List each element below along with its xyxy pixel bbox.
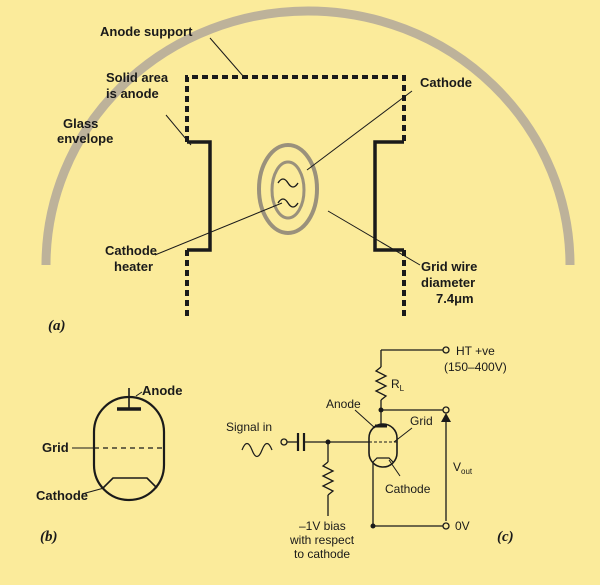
- grid-leak-resistor: [321, 461, 335, 496]
- label-grid-1: Grid wire: [421, 259, 477, 274]
- panel-label-c: (c): [497, 529, 514, 545]
- label-vout-main: V: [453, 460, 461, 474]
- leader-cathode: [306, 90, 413, 171]
- label-bias-1: –1V bias: [299, 519, 346, 533]
- anode-plate-right: [373, 140, 404, 252]
- label-c-anode: Anode: [326, 397, 361, 411]
- label-b-anode: Anode: [142, 383, 182, 398]
- panel-a: Anode support Solid area is anode Glass …: [41, 6, 575, 334]
- label-vout: Vout: [453, 460, 473, 476]
- label-vout-sub: out: [461, 467, 473, 476]
- valve-envelope: [92, 395, 166, 502]
- label-cathode: Cathode: [420, 75, 472, 90]
- label-c-cathode: Cathode: [385, 482, 431, 496]
- signal-in-terminal: [280, 438, 288, 446]
- label-glass-1: Glass: [63, 116, 98, 131]
- label-glass-2: envelope: [57, 131, 113, 146]
- vout-arrow-head: [441, 413, 451, 422]
- label-rl: RL: [391, 377, 405, 393]
- label-heater-2: heater: [114, 259, 153, 274]
- label-signal-in: Signal in: [226, 420, 272, 434]
- anode-plate-left: [187, 140, 212, 252]
- label-bias-3: to cathode: [294, 547, 350, 561]
- panel-label-a: (a): [48, 318, 66, 334]
- anode-support-dotted: [185, 75, 406, 142]
- glass-envelope-arc: [41, 6, 575, 266]
- ht-terminal: [442, 346, 450, 354]
- label-anode-support: Anode support: [100, 24, 193, 39]
- leader-b-anode: [135, 391, 143, 397]
- panel-c: HT +ve (150–400V) RL Anode Grid Signal i…: [226, 344, 514, 561]
- label-grid-3: 7.4μm: [436, 291, 474, 306]
- panel-b: Anode Grid Cathode (b): [36, 383, 182, 545]
- ground-terminal: [442, 522, 450, 530]
- label-heater-1: Cathode: [105, 243, 157, 258]
- output-node-dot: [378, 407, 384, 413]
- label-rl-main: R: [391, 377, 400, 391]
- leader-heater: [154, 202, 283, 256]
- cathode-sleeve: [270, 160, 306, 220]
- grid-wire: [257, 143, 319, 235]
- leader-anode-support: [209, 37, 244, 77]
- label-zero: 0V: [455, 519, 470, 533]
- label-b-grid: Grid: [42, 440, 69, 455]
- leader-c-grid: [393, 427, 413, 443]
- label-solid-area-1: Solid area: [106, 70, 169, 85]
- label-grid-2: diameter: [421, 275, 475, 290]
- cathode-element: [102, 477, 158, 489]
- signal-in-wave: [241, 442, 273, 458]
- triode-cathode: [372, 457, 394, 463]
- leader-c-anode: [354, 409, 376, 429]
- output-terminal: [442, 406, 450, 414]
- triode-envelope: [368, 423, 398, 468]
- label-c-grid: Grid: [410, 414, 433, 428]
- load-resistor: [374, 366, 388, 401]
- panel-label-b: (b): [40, 529, 58, 545]
- ground-node-dot: [370, 523, 376, 529]
- label-ht: HT +ve: [456, 344, 495, 358]
- leader-b-cathode: [81, 487, 105, 495]
- label-bias-2: with respect: [289, 533, 355, 547]
- leader-c-cathode: [388, 459, 401, 477]
- label-rl-sub: L: [400, 384, 405, 393]
- label-b-cathode: Cathode: [36, 488, 88, 503]
- heater-wave-top: [277, 178, 299, 188]
- label-solid-area-2: is anode: [106, 86, 159, 101]
- label-ht-range: (150–400V): [444, 360, 507, 374]
- leader-solid-area: [165, 114, 192, 146]
- heater-wave-bottom: [277, 198, 299, 208]
- leader-grid: [327, 210, 421, 266]
